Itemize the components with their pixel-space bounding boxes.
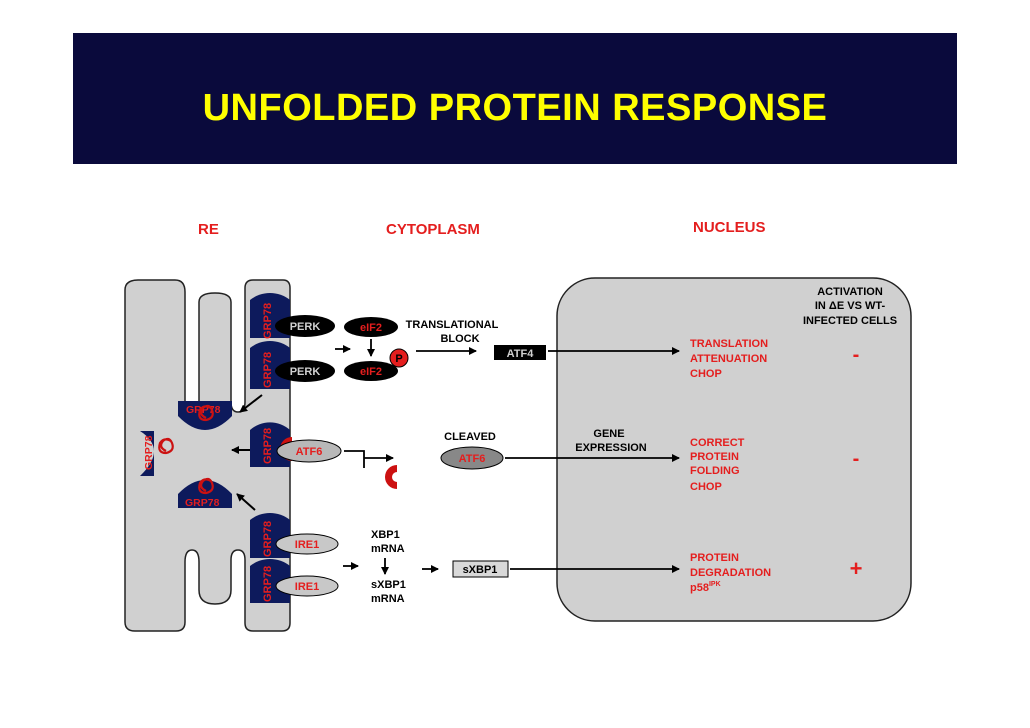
ire1-outcome-p58: p58IPK <box>690 581 721 594</box>
sxbp1-label: sXBP1 <box>463 564 498 576</box>
xbp1-line2: mRNA <box>371 543 405 555</box>
atf6-cleavage-stem <box>344 450 365 468</box>
gene-expression-line1: GENE <box>593 428 624 440</box>
perk-top-label: PERK <box>290 321 321 333</box>
nucleus-compartment <box>556 277 912 622</box>
ire1-top-node <box>275 533 339 555</box>
sxbp1-node <box>452 560 509 578</box>
cleaved-atf6-label: ATF6 <box>459 453 486 465</box>
cleaved-label: CLEAVED <box>444 431 496 443</box>
atf6-label: ATF6 <box>296 446 323 458</box>
sxbp1-mrna-line2: mRNA <box>371 593 405 605</box>
perk-top-node <box>275 315 335 337</box>
grp78-label-atf6: GRP78 <box>262 428 274 464</box>
arrow-grp78-release-top <box>239 394 263 413</box>
eif2-bottom-node <box>344 361 398 381</box>
unfolded-protein-icons <box>158 404 214 495</box>
atf6-activation: - <box>853 448 860 470</box>
grp78-free-top-shape <box>178 401 232 430</box>
grp78-label-free-left: GRP78 <box>143 435 155 470</box>
grp78-label-ire1-top: GRP78 <box>262 521 274 557</box>
grp78-label-perk-top: GRP78 <box>262 303 274 339</box>
activation-header-line3: INFECTED CELLS <box>803 315 897 327</box>
eif2-bottom-label: eIF2 <box>360 366 382 378</box>
p58-base: p58 <box>690 582 709 594</box>
atf6-outcome-line1: CORRECT <box>690 437 745 449</box>
p58-superscript: IPK <box>709 581 721 588</box>
phosphate-node <box>389 348 409 368</box>
er-compartment <box>124 279 291 632</box>
gene-expression-line2: EXPRESSION <box>575 442 647 454</box>
atf6-outcome-line4: CHOP <box>690 481 722 493</box>
ire1-activation: + <box>850 556 863 581</box>
grp78-ire1-bottom-shape <box>250 558 290 603</box>
activation-header-line1: ACTIVATION <box>817 286 883 298</box>
perk-activation: - <box>853 344 860 366</box>
atf6-outcome-line3: FOLDING <box>690 465 740 477</box>
er-header: RE <box>198 221 219 238</box>
phosphate-label: P <box>395 353 402 365</box>
perk-outcome-line1: TRANSLATION <box>690 338 768 350</box>
eif2-top-label: eIF2 <box>360 322 382 334</box>
nucleus-header: NUCLEUS <box>693 219 766 236</box>
activation-header-line2: IN ΔE VS WT- <box>815 300 886 312</box>
perk-bottom-node <box>275 360 335 382</box>
ire1-outcome-line2: DEGRADATION <box>690 567 771 579</box>
perk-bottom-label: PERK <box>290 366 321 378</box>
perk-outcome-line3: CHOP <box>690 368 722 380</box>
cleaved-atf6-node <box>440 446 504 470</box>
ire1-outcome-line1: PROTEIN <box>690 552 739 564</box>
ire1-bottom-node <box>275 575 339 597</box>
grp78-label-ire1-bottom: GRP78 <box>262 566 274 602</box>
sxbp1-mrna-line1: sXBP1 <box>371 579 406 591</box>
atf4-node <box>494 345 546 360</box>
translational-block-line2: BLOCK <box>440 333 479 345</box>
atf6-node <box>276 439 342 463</box>
translational-block-line1: TRANSLATIONAL <box>406 319 499 331</box>
ire1-top-label: IRE1 <box>295 539 319 551</box>
page-title: UNFOLDED PROTEIN RESPONSE <box>202 87 828 129</box>
xbp1-line1: XBP1 <box>371 529 400 541</box>
cytoplasm-header: CYTOPLASM <box>386 221 480 238</box>
atf6-outcome-line2: PROTEIN <box>690 451 739 463</box>
grp78-label-free-bottom: GRP78 <box>185 497 220 509</box>
arrow-grp78-release-bottom <box>236 493 256 511</box>
grp78-label-perk-bottom: GRP78 <box>262 352 274 388</box>
atf6-cleaved-fragment <box>385 465 397 489</box>
ire1-bottom-label: IRE1 <box>295 581 319 593</box>
title-banner: UNFOLDED PROTEIN RESPONSE <box>73 33 957 164</box>
perk-outcome-line2: ATTENUATION <box>690 353 767 365</box>
atf4-label: ATF4 <box>507 348 535 360</box>
grp78-free-left-shape <box>140 431 154 476</box>
eif2-top-node <box>344 317 398 337</box>
